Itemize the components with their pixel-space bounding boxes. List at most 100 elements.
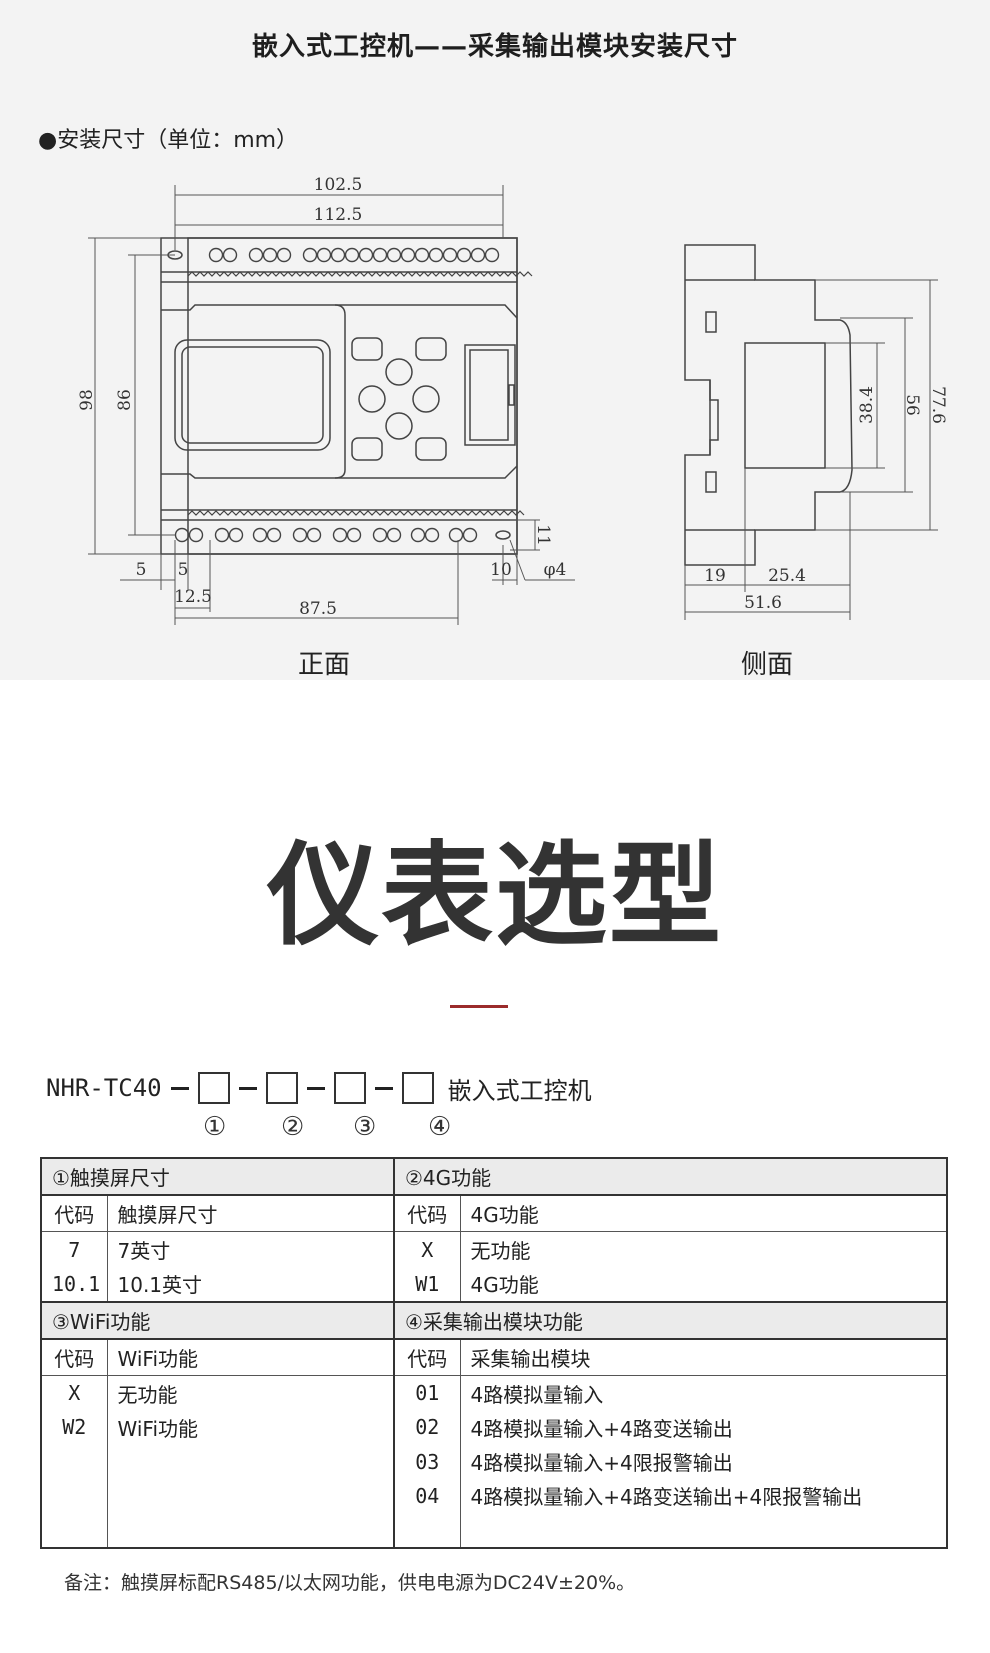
selection-table: ①触摸屏尺寸 ②4G功能 代码 触摸屏尺寸 代码 4G功能 7 7英寸 X 无功… [40, 1156, 948, 1549]
terminal [414, 247, 430, 263]
code-box-1 [197, 1072, 230, 1104]
terminal [456, 247, 472, 263]
terminal [372, 247, 388, 263]
terminal [358, 247, 374, 263]
terminal [208, 247, 224, 263]
header-code: 代码 [393, 1195, 461, 1233]
desc-cell [107, 1479, 394, 1513]
side-view-drawing: 19 25.4 51.6 38.4 56 77.6 [684, 244, 948, 620]
dash [306, 1086, 325, 1090]
dim-width-outer: 112.5 [314, 205, 363, 225]
terminal [174, 527, 190, 543]
terminal [228, 527, 244, 543]
marker-1: ① [203, 1112, 227, 1142]
terminal [400, 247, 416, 263]
code-cell: X [393, 1231, 461, 1267]
dim-offset: 12.5 [174, 587, 212, 607]
table-row: X 无功能 01 4路模拟量输入 [41, 1375, 947, 1411]
code-cell: 03 [393, 1444, 461, 1479]
dim-pitch: 87.5 [299, 599, 337, 619]
terminal [188, 527, 204, 543]
header-code: 代码 [393, 1339, 461, 1377]
desc-cell: 7英寸 [117, 1239, 171, 1264]
table-row: W2 WiFi功能 02 4路模拟量输入+4路变送输出 [41, 1410, 947, 1445]
header-desc: WiFi功能 [107, 1339, 394, 1377]
terminal [428, 247, 444, 263]
table-row: 03 4路模拟量输入+4限报警输出 [41, 1444, 947, 1479]
terminal [252, 527, 268, 543]
column-header-row: 代码 WiFi功能 代码 采集输出模块 [41, 1339, 947, 1377]
code-box-2 [265, 1072, 298, 1104]
installation-dimensions-section [0, 0, 990, 680]
code-cell: X [41, 1375, 108, 1411]
title-divider [450, 1005, 508, 1008]
dim-side-h3: 77.6 [928, 386, 948, 424]
header-desc: 采集输出模块 [460, 1339, 947, 1377]
marker-4: ④ [428, 1112, 452, 1142]
terminal [332, 527, 348, 543]
terminal [470, 247, 486, 263]
header-code: 代码 [41, 1339, 108, 1377]
footnote: 备注：触摸屏标配RS485/以太网功能，供电电源为DC24V±20%。 [64, 1572, 636, 1594]
code-cell: 04 [393, 1478, 461, 1513]
code-cell: 10.1 [41, 1266, 108, 1302]
terminal [222, 247, 238, 263]
terminal [330, 247, 346, 263]
model-suffix: 嵌入式工控机 [447, 1076, 592, 1105]
page-title: 嵌入式工控机——采集输出模块安装尺寸 [251, 32, 738, 62]
dim-side-h1: 38.4 [857, 386, 877, 424]
dim-side-depth: 51.6 [744, 593, 782, 613]
code-cell [41, 1478, 108, 1513]
terminal [306, 527, 322, 543]
desc-cell: 无功能 [117, 1382, 178, 1407]
dim-side-h2: 56 [902, 394, 922, 416]
terminal [424, 527, 440, 543]
header-desc: 4G功能 [460, 1195, 947, 1233]
terminal [302, 247, 318, 263]
table-row-filler [41, 1512, 947, 1548]
dim-side-d1: 19 [704, 566, 726, 586]
model-code-line: NHR-TC40 嵌入式工控机 [46, 1068, 592, 1108]
dim-width-inner: 102.5 [314, 175, 363, 195]
install-subtitle: ●安装尺寸（单位：mm） [38, 128, 299, 153]
section-header-row: ①触摸屏尺寸 ②4G功能 [41, 1156, 947, 1197]
terminal [346, 527, 362, 543]
dim-height-outer: 98 [77, 389, 97, 411]
desc-cell: WiFi功能 [117, 1416, 199, 1441]
dim-height-inner: 86 [115, 389, 135, 411]
terminal [214, 527, 230, 543]
dash [170, 1086, 189, 1090]
dim-margin-left: 5 [136, 560, 147, 580]
terminal [248, 247, 264, 263]
marker-2: ② [281, 1112, 305, 1142]
terminal [484, 247, 500, 263]
terminal [372, 527, 388, 543]
model-prefix: NHR-TC40 [46, 1074, 162, 1102]
terminal [448, 527, 464, 543]
front-view-label: 正面 [298, 650, 351, 680]
terminal [462, 527, 478, 543]
section-title-4: ④采集输出模块功能 [393, 1300, 947, 1341]
desc-cell: 4路模拟量输入+4限报警输出 [470, 1451, 733, 1476]
marker-3: ③ [353, 1112, 377, 1142]
header-code: 代码 [41, 1195, 108, 1233]
desc-cell: 4路模拟量输入+4路变送输出 [470, 1416, 733, 1441]
dash [238, 1086, 257, 1090]
section-title-1: ①触摸屏尺寸 [41, 1156, 394, 1197]
terminal [316, 247, 332, 263]
code-box-4 [401, 1072, 434, 1104]
dim-margin-left2: 5 [178, 560, 189, 580]
section-title-3: ③WiFi功能 [41, 1300, 394, 1341]
terminal [266, 527, 282, 543]
table-row: 10.1 10.1英寸 W1 4G功能 [41, 1266, 947, 1302]
desc-cell: 4G功能 [470, 1273, 539, 1298]
code-cell [41, 1444, 108, 1479]
dim-side-d2: 25.4 [768, 566, 806, 586]
dim-hole-dia: φ4 [544, 560, 567, 580]
code-cell: 7 [41, 1231, 108, 1267]
column-header-row: 代码 触摸屏尺寸 代码 4G功能 [41, 1195, 947, 1233]
terminal [262, 247, 278, 263]
code-cell: 01 [393, 1375, 461, 1411]
terminal [386, 527, 402, 543]
dim-hole-offset: 10 [490, 560, 512, 580]
